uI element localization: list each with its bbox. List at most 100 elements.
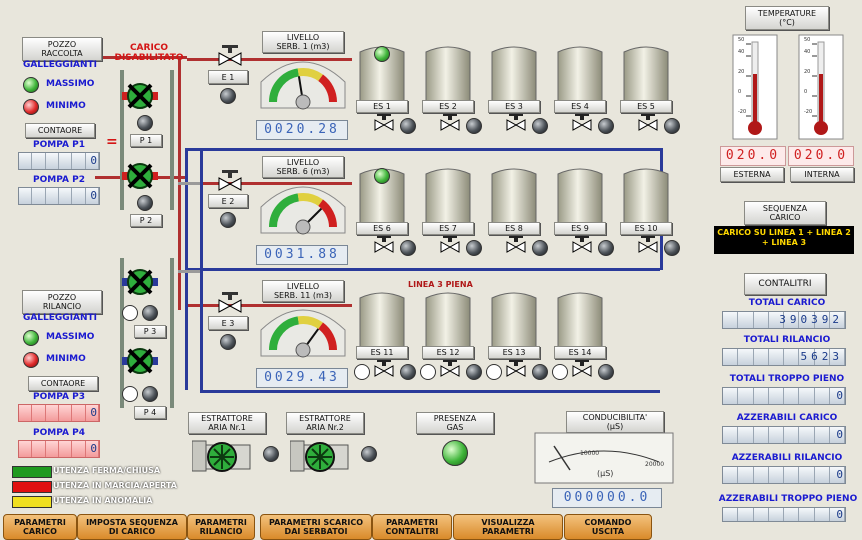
- conducibilita-unit: (µS): [597, 469, 614, 478]
- sequenza-carico-title: SEQUENZA CARICO: [744, 201, 826, 225]
- tank-gear-icon: [354, 364, 370, 380]
- pump-p1-icon[interactable]: [122, 80, 158, 112]
- bottom-button-3[interactable]: PARAMETRI SCARICO DAI SERBATOI: [260, 514, 372, 540]
- tank-outlet-valve-icon[interactable]: [440, 236, 460, 260]
- contaore-button-bottom[interactable]: CONTAORE: [28, 376, 98, 391]
- estrattore2-status-led: [361, 446, 377, 462]
- tank-es9[interactable]: [556, 164, 604, 226]
- bottom-button-5[interactable]: VISUALIZZA PARAMETRI: [453, 514, 563, 540]
- pompa-p4-counter: 0: [18, 440, 100, 458]
- totali-rilancio-label: TOTALI RILANCIO: [743, 335, 831, 345]
- tank-outlet-valve-icon[interactable]: [572, 236, 592, 260]
- tank-es8[interactable]: [490, 164, 538, 226]
- tank-gear-icon: [552, 364, 568, 380]
- tank-label: ES 4: [554, 100, 606, 113]
- tank-es13[interactable]: [490, 288, 538, 350]
- tank-valve-status-led: [532, 364, 548, 380]
- pompa-p2-label: POMPA P2: [33, 175, 85, 185]
- bottom-button-6[interactable]: COMANDO USCITA: [564, 514, 652, 540]
- tank-label: ES 2: [422, 100, 474, 113]
- pump-p3-icon[interactable]: [122, 266, 158, 298]
- tank-es2[interactable]: [424, 42, 472, 104]
- tank-outlet-valve-icon[interactable]: [440, 114, 460, 138]
- azzerabili-carico-label: AZZERABILI CARICO: [736, 413, 838, 423]
- tank-es3[interactable]: [490, 42, 538, 104]
- estrattore2-label: ESTRATTORE ARIA Nr.2: [286, 412, 364, 434]
- serb6-level-label: LIVELLO SERB. 6 (m3): [262, 156, 344, 178]
- tank-valve-status-led: [598, 118, 614, 134]
- tank-outlet-valve-icon[interactable]: [506, 236, 526, 260]
- tank-outlet-valve-icon[interactable]: [638, 236, 658, 260]
- totali-rilancio-counter: 5623: [722, 348, 846, 366]
- pump-p4-icon[interactable]: [122, 345, 158, 377]
- valve-e1-label: E 1: [208, 70, 248, 84]
- thermometer-tick-label: 20: [804, 69, 811, 75]
- tank-es5[interactable]: [622, 42, 670, 104]
- totali-troppo-pieno-label: TOTALI TROPPO PIENO: [729, 374, 845, 384]
- sequenza-carico-display: CARICO SU LINEA 1 + LINEA 2 + LINEA 3: [714, 226, 854, 254]
- tank-valve-status-led: [664, 118, 680, 134]
- azzerabili-rilancio-label: AZZERABILI RILANCIO: [731, 453, 843, 463]
- tank-valve-status-led: [598, 364, 614, 380]
- pump-p4-gear-icon: [122, 386, 138, 402]
- valve-e1-icon[interactable]: [217, 45, 243, 69]
- tank-outlet-valve-icon[interactable]: [440, 360, 460, 384]
- tank-full-led: [374, 168, 390, 184]
- tank-label: ES 12: [422, 346, 474, 359]
- linea3-piena-status: LINEA 3 PIENA: [408, 280, 473, 289]
- contaore-button-top[interactable]: CONTAORE: [25, 123, 95, 138]
- massimo-label-top: MASSIMO: [46, 79, 95, 89]
- tank-es11[interactable]: [358, 288, 406, 350]
- tank-outlet-valve-icon[interactable]: [374, 114, 394, 138]
- tank-outlet-valve-icon[interactable]: [572, 114, 592, 138]
- serb6-level-gauge: [260, 186, 346, 235]
- tank-outlet-valve-icon[interactable]: [638, 114, 658, 138]
- pump-p2-status-led: [137, 195, 153, 211]
- temperatura-esterna-label: ESTERNA: [720, 167, 784, 182]
- galleggianti-label-top: GALLEGGIANTI: [22, 60, 98, 70]
- pipe-segment: [200, 148, 203, 392]
- tank-es6[interactable]: [358, 164, 406, 226]
- tank-outlet-valve-icon[interactable]: [572, 360, 592, 384]
- bottom-button-0[interactable]: PARAMETRI CARICO: [3, 514, 77, 540]
- conducibilita-value: 000000.0: [552, 488, 662, 508]
- bottom-button-2[interactable]: PARAMETRI RILANCIO: [187, 514, 255, 540]
- tank-outlet-valve-icon[interactable]: [506, 360, 526, 384]
- totali-carico-label: TOTALI CARICO: [748, 298, 826, 308]
- legend-label-anomalia: UTENZA IN ANOMALIA: [53, 496, 153, 505]
- bottom-button-4[interactable]: PARAMETRI CONTALITRI: [372, 514, 452, 540]
- thermometer-interna: [798, 34, 844, 140]
- legend-label-ferma: UTENZA FERMA/CHIUSA: [53, 466, 161, 475]
- minimo-label-bottom: MINIMO: [46, 354, 86, 364]
- tank-es4[interactable]: [556, 42, 604, 104]
- valve-e2-icon[interactable]: [217, 170, 243, 194]
- thermometer-tick-label: -20: [804, 109, 813, 115]
- tank-outlet-valve-icon[interactable]: [374, 360, 394, 384]
- tank-outlet-valve-icon[interactable]: [506, 114, 526, 138]
- pipe-segment: [185, 268, 660, 271]
- pozzo-raccolta-label: POZZO RACCOLTA: [22, 37, 102, 61]
- minimo-led-bottom: [23, 352, 39, 368]
- pump-p4-status-led: [142, 386, 158, 402]
- tank-es14[interactable]: [556, 288, 604, 350]
- pump-p2-icon[interactable]: [122, 160, 158, 192]
- tank-valve-status-led: [466, 364, 482, 380]
- carico-disabilitato-status: CARICO DISABILITATO: [114, 43, 184, 63]
- tank-es12[interactable]: [424, 288, 472, 350]
- bottom-button-1[interactable]: IMPOSTA SEQUENZA DI CARICO: [77, 514, 187, 540]
- valve-e3-icon[interactable]: [217, 292, 243, 316]
- azzerabili-troppo-pieno-label: AZZERABILI TROPPO PIENO: [718, 494, 858, 504]
- pompa-p4-label: POMPA P4: [33, 428, 85, 438]
- tank-outlet-valve-icon[interactable]: [374, 236, 394, 260]
- tank-label: ES 5: [620, 100, 672, 113]
- tank-es1[interactable]: [358, 42, 406, 104]
- pump-p3-label: P 3: [134, 325, 166, 338]
- estrattore1-fan-icon[interactable]: [192, 437, 252, 475]
- tank-es7[interactable]: [424, 164, 472, 226]
- thermometer-tick-label: 50: [804, 37, 811, 43]
- tank-es10[interactable]: [622, 164, 670, 226]
- massimo-led-bottom: [23, 330, 39, 346]
- thermometer-tick-label: 40: [804, 49, 811, 55]
- conducibilita-label: CONDUCIBILITA' (µS): [566, 411, 664, 433]
- estrattore2-fan-icon[interactable]: [290, 437, 350, 475]
